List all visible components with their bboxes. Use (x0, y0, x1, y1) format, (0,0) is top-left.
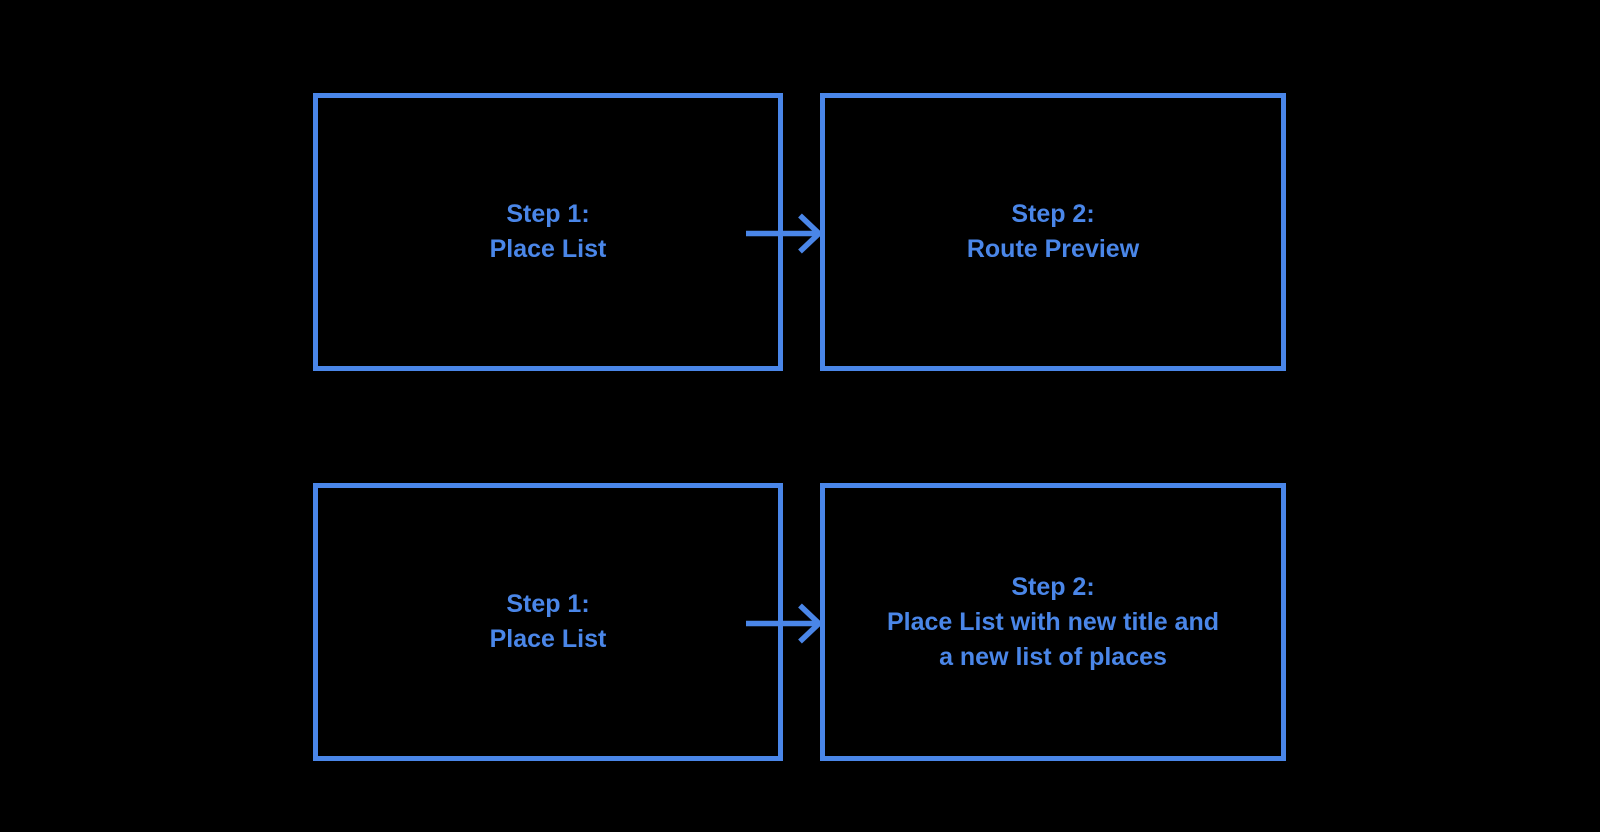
right-arrow-icon (746, 603, 823, 644)
right-arrow-icon (746, 213, 823, 254)
flow-box-step1-place-list-flow: Step 1: Place List (313, 483, 783, 761)
flow-box-step2-route-preview: Step 2: Route Preview (820, 93, 1286, 371)
flow-box-step2-new-place-list: Step 2: Place List with new title and a … (820, 483, 1286, 761)
box-label-line: Place List (489, 625, 607, 653)
box-label-line: a new list of places (939, 642, 1167, 671)
box-label-line: Step 2: (1011, 572, 1095, 601)
flow-box-step1-route-preview-flow: Step 1: Place List (313, 93, 783, 371)
box-label-line: Step 1: (506, 200, 590, 228)
box-label-line: Place List (489, 235, 607, 263)
box-label-line: Step 1: (506, 590, 590, 618)
box-label-line: Place List with new title and (886, 607, 1219, 636)
box-label-line: Step 2: (1011, 200, 1095, 228)
box-label-line: Route Preview (966, 235, 1140, 263)
